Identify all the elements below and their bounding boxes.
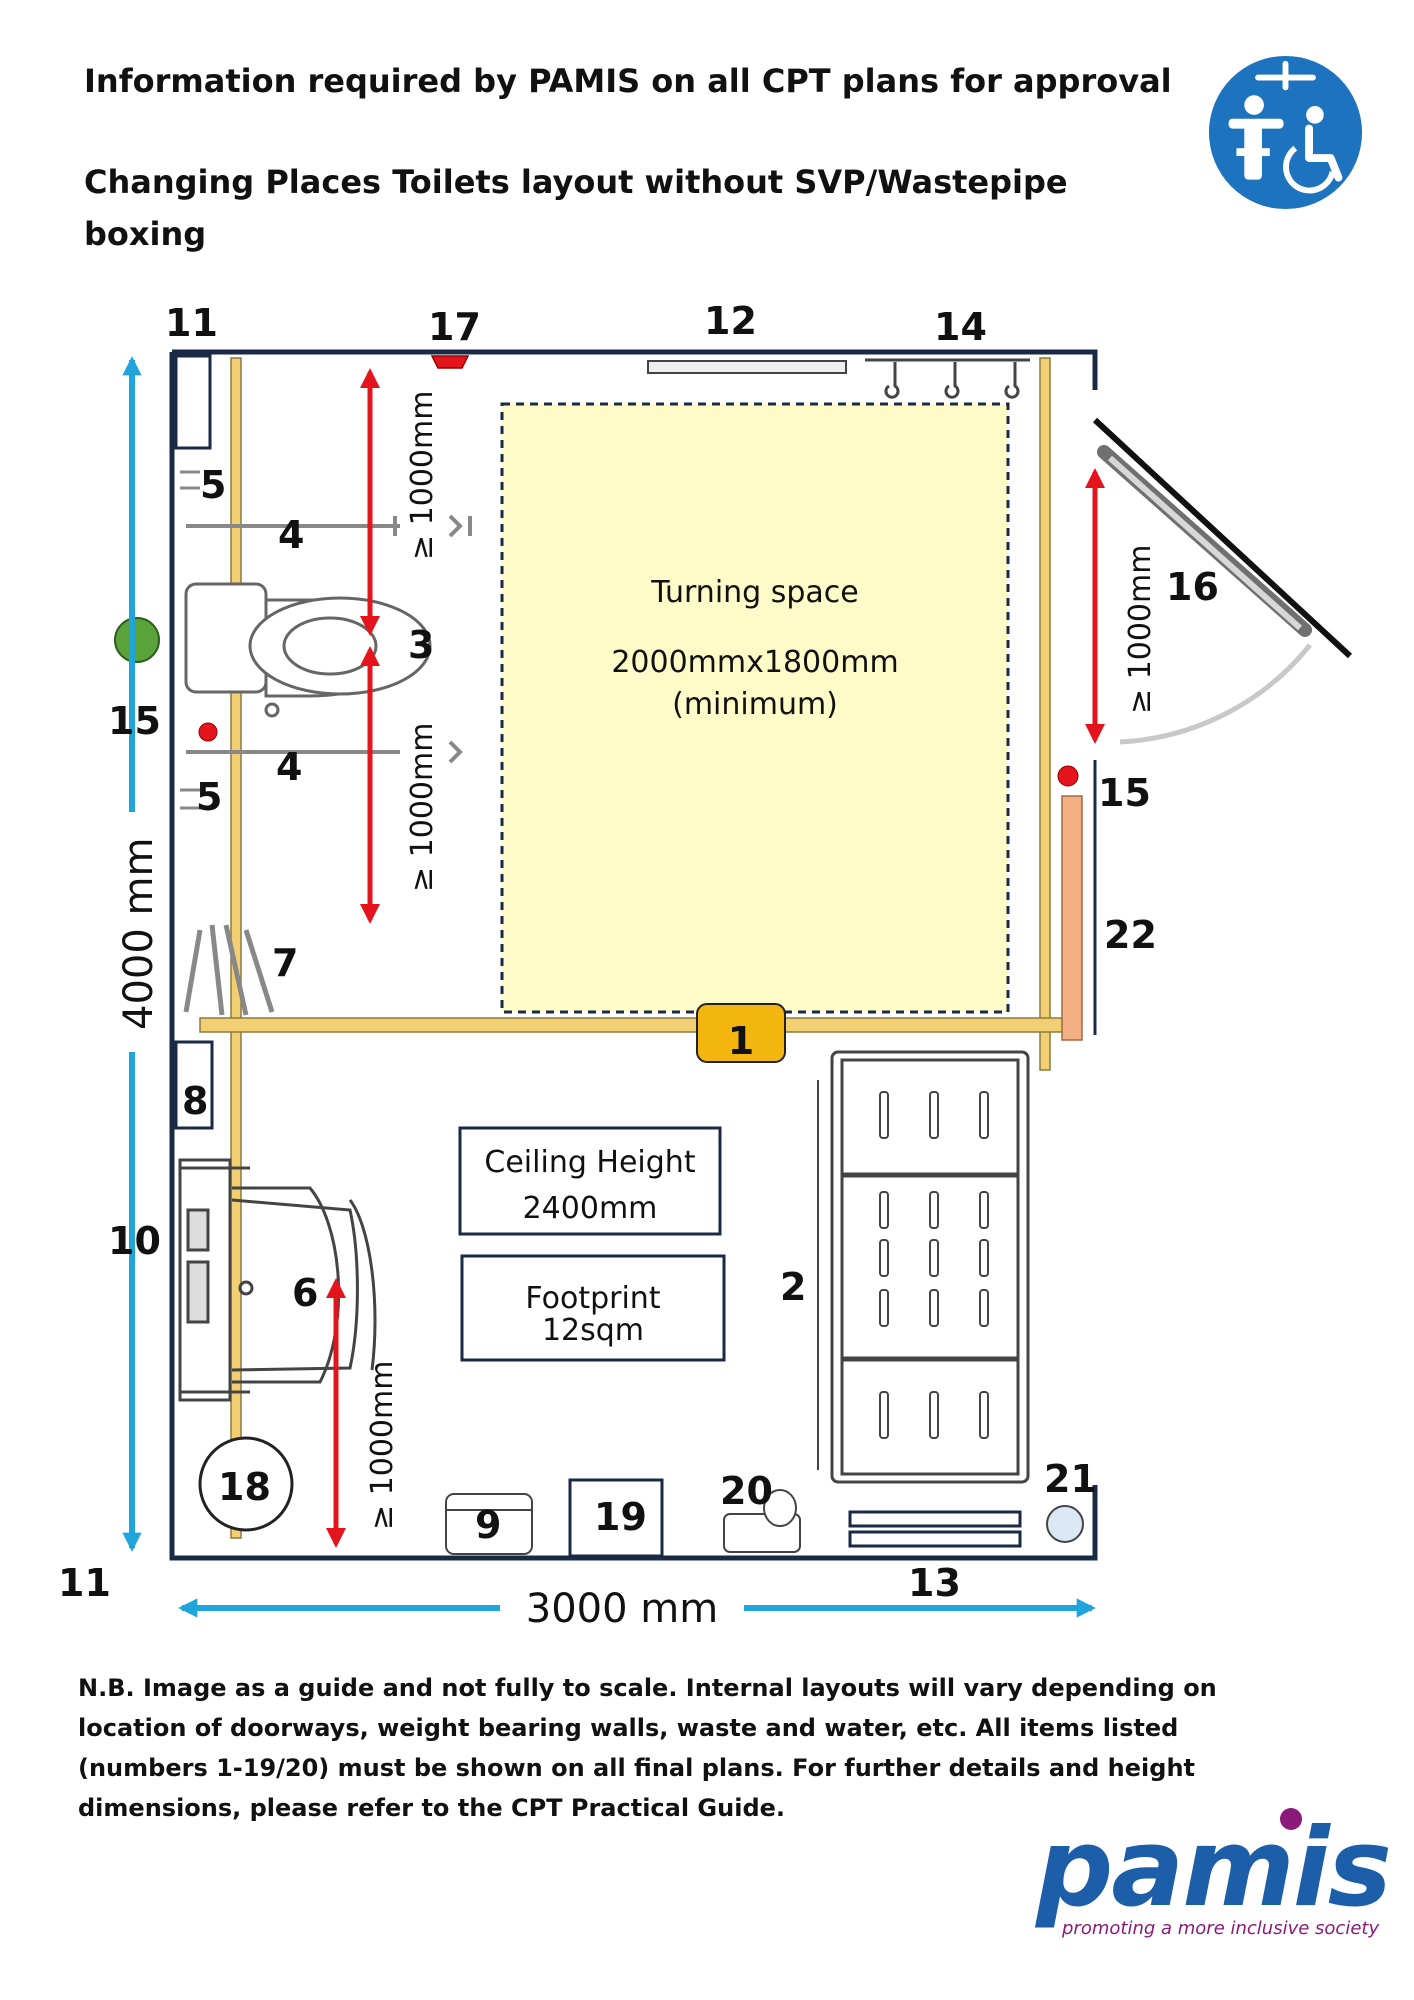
room-walls [169,349,1098,1561]
ceiling-height-value: 2400mm [523,1191,658,1226]
label-5-bottom: 5 [196,775,222,819]
item-11-panel [174,354,212,450]
changing-bench-slots [879,1091,989,1439]
label-10: 10 [108,1219,161,1263]
label-11-bottom: 11 [58,1561,111,1605]
changing-bench-2[interactable] [817,1050,1030,1484]
wash-button-15[interactable] [114,617,160,663]
item-8-cabinet [174,1040,214,1130]
item-18-drain [198,1436,294,1532]
label-1: 1 [728,1019,754,1063]
label-8: 8 [182,1079,208,1123]
item-5-fittings [180,470,200,810]
label-15-right: 15 [1098,771,1151,815]
label-19: 19 [594,1495,647,1539]
label-20: 20 [720,1469,773,1513]
footprint-title: Footprint [525,1281,660,1316]
turning-space-note: (minimum) [672,687,838,722]
pamis-logo-dot [1280,1808,1302,1830]
item-9-bin [445,1493,533,1555]
basin-6[interactable] [178,1158,377,1402]
pamis-tagline: promoting a more inclusive society [1062,1918,1380,1939]
item-7-screen [183,924,275,1016]
page-subtitle: Changing Places Toilets layout without S… [84,163,1068,253]
footer-note: N.B. Image as a guide and not fully to s… [78,1674,1217,1822]
label-12: 12 [704,299,757,343]
label-4-top: 4 [278,513,304,557]
emergency-pull-15-left[interactable] [198,722,218,742]
turning-space-size: 2000mmx1800mm [611,645,898,680]
dimension-arrows [122,356,1096,1618]
item-20-dispenser [723,1489,801,1553]
clearance-label-toilet-bottom: ≥ 1000mm [405,723,440,892]
label-6: 6 [292,1271,318,1315]
changing-places-icon [1208,55,1363,210]
item-14-hooks [865,358,1030,399]
page-title: Information required by PAMIS on all CPT… [84,62,1172,100]
label-18: 18 [218,1465,271,1509]
footprint-value: 12sqm [542,1313,644,1348]
clearance-label-basin: ≥ 1000mm [365,1361,400,1530]
item-12-shelf [647,360,847,374]
label-16: 16 [1166,565,1219,609]
label-17: 17 [428,305,481,349]
label-13: 13 [908,1561,961,1605]
ceiling-height-title: Ceiling Height [484,1145,695,1180]
floor-plan: Turning space 2000mmx1800mm (minimum) 1 [58,299,1353,1632]
label-5-top: 5 [200,463,226,507]
label-14: 14 [934,305,987,349]
label-7: 7 [272,941,298,985]
width-dimension: 3000 mm [526,1586,718,1632]
item-22-panel [1061,795,1083,1041]
turning-space-title: Turning space [650,575,859,610]
label-3: 3 [408,623,434,667]
clearance-label-door: ≥ 1000mm [1123,545,1158,714]
label-22: 22 [1104,913,1157,957]
label-2: 2 [780,1265,806,1309]
label-9: 9 [475,1503,501,1547]
label-21: 21 [1044,1457,1097,1501]
turning-space [500,402,1010,1014]
clearance-label-toilet-top: ≥ 1000mm [405,391,440,560]
toilet-3[interactable] [184,582,432,718]
item-19-box [568,1478,664,1558]
label-4-bottom: 4 [276,745,302,789]
label-15-left: 15 [108,699,161,743]
ceiling-height-box [458,1126,722,1236]
label-11-top: 11 [165,301,218,345]
hoist-motor-1[interactable] [696,1003,786,1063]
item-21-fitting [1046,1505,1084,1543]
pamis-logo: pamis [1036,1806,1392,1931]
item-13-bench [848,1510,1022,1548]
footprint-box [460,1254,726,1362]
hoist-track [199,357,1081,1539]
door-16[interactable] [1092,417,1353,745]
height-dimension: 4000 mm [116,838,162,1030]
item-17-alarm [430,355,470,369]
clearance-arrows [326,368,1105,1548]
emergency-pull-15-right[interactable] [1057,765,1079,787]
